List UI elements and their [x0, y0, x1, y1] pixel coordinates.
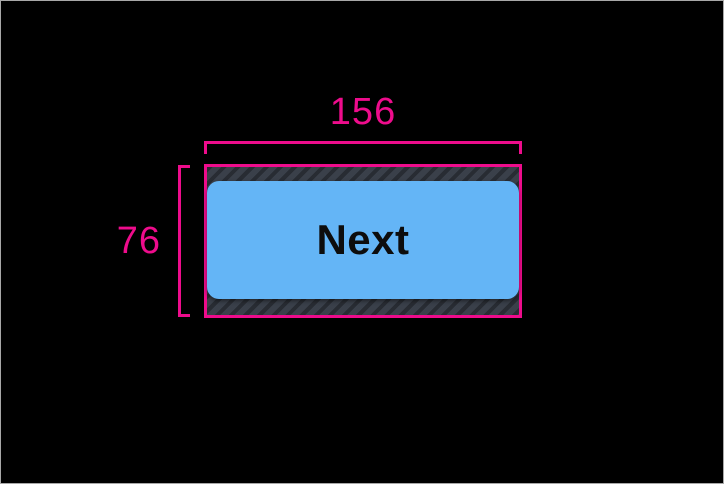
width-dimension-label: 156 — [329, 91, 397, 133]
padding-highlight-overlay: Next — [204, 164, 522, 318]
height-dimension-label: 76 — [116, 220, 161, 262]
height-measure-bracket — [178, 165, 190, 317]
width-measure-bracket — [204, 141, 522, 154]
next-button[interactable]: Next — [207, 181, 519, 299]
